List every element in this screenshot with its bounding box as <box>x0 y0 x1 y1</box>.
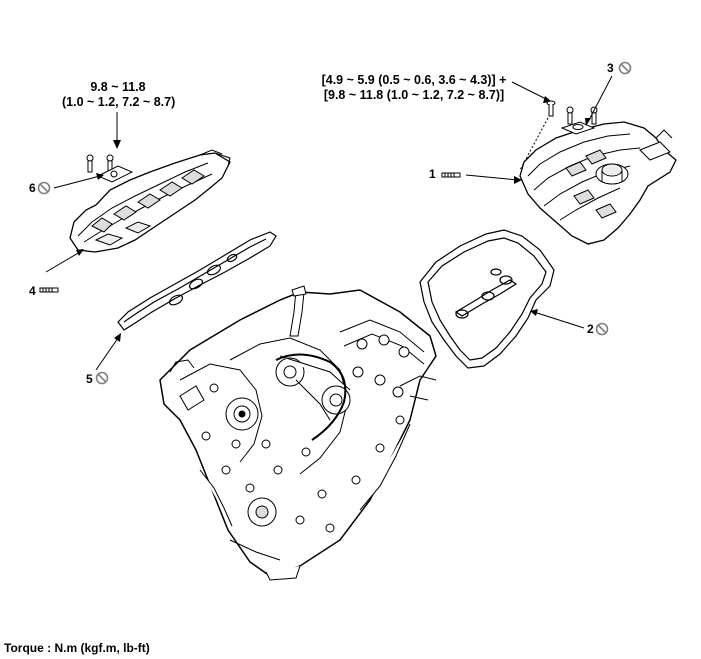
torque-left-line1: 9.8 ~ 11.8 <box>90 80 146 94</box>
torque-units-note: Torque : N.m (kgf.m, lb-ft) <box>4 641 150 655</box>
right-cover-gasket <box>419 229 555 369</box>
prohibition-circle-icon <box>37 181 51 195</box>
part2-leader <box>530 309 585 329</box>
callout-2: 2 <box>587 322 594 336</box>
callout-3: 3 <box>607 61 614 75</box>
part5-leader <box>95 333 121 371</box>
left-cylinder-head-cover <box>69 149 231 253</box>
part4-bolt <box>39 287 59 293</box>
engine-assembly <box>159 285 437 581</box>
torque-right-line2: [9.8 ~ 11.8 (1.0 ~ 1.2, 7.2 ~ 8.7)] <box>323 88 505 102</box>
callout-5: 5 <box>86 372 93 386</box>
torque-left-leader <box>113 112 121 149</box>
callout-4: 4 <box>29 284 36 298</box>
torque-left-label: 9.8 ~ 11.8 (1.0 ~ 1.2, 7.2 ~ 8.7) <box>62 80 176 110</box>
part3-leader <box>585 75 613 126</box>
left-cover-gasket <box>117 231 277 331</box>
prohibition-circle-icon <box>95 371 109 385</box>
right-cylinder-head-cover <box>519 121 677 245</box>
prohibition-circle-icon <box>618 61 632 75</box>
part4-leader <box>45 249 84 273</box>
callout-6: 6 <box>29 181 36 195</box>
part1-leader <box>465 174 522 184</box>
callout-1: 1 <box>429 167 436 181</box>
right-torque-bolt <box>519 100 556 171</box>
part6-leader <box>53 173 104 189</box>
torque-left-line2: (1.0 ~ 1.2, 7.2 ~ 8.7) <box>62 95 176 109</box>
torque-right-label: [4.9 ~ 5.9 (0.5 ~ 0.6, 3.6 ~ 4.3)] + [9.… <box>308 73 520 103</box>
torque-right-line1: [4.9 ~ 5.9 (0.5 ~ 0.6, 3.6 ~ 4.3)] + <box>321 73 507 87</box>
prohibition-circle-icon <box>595 322 609 336</box>
part1-bolt <box>441 172 461 178</box>
